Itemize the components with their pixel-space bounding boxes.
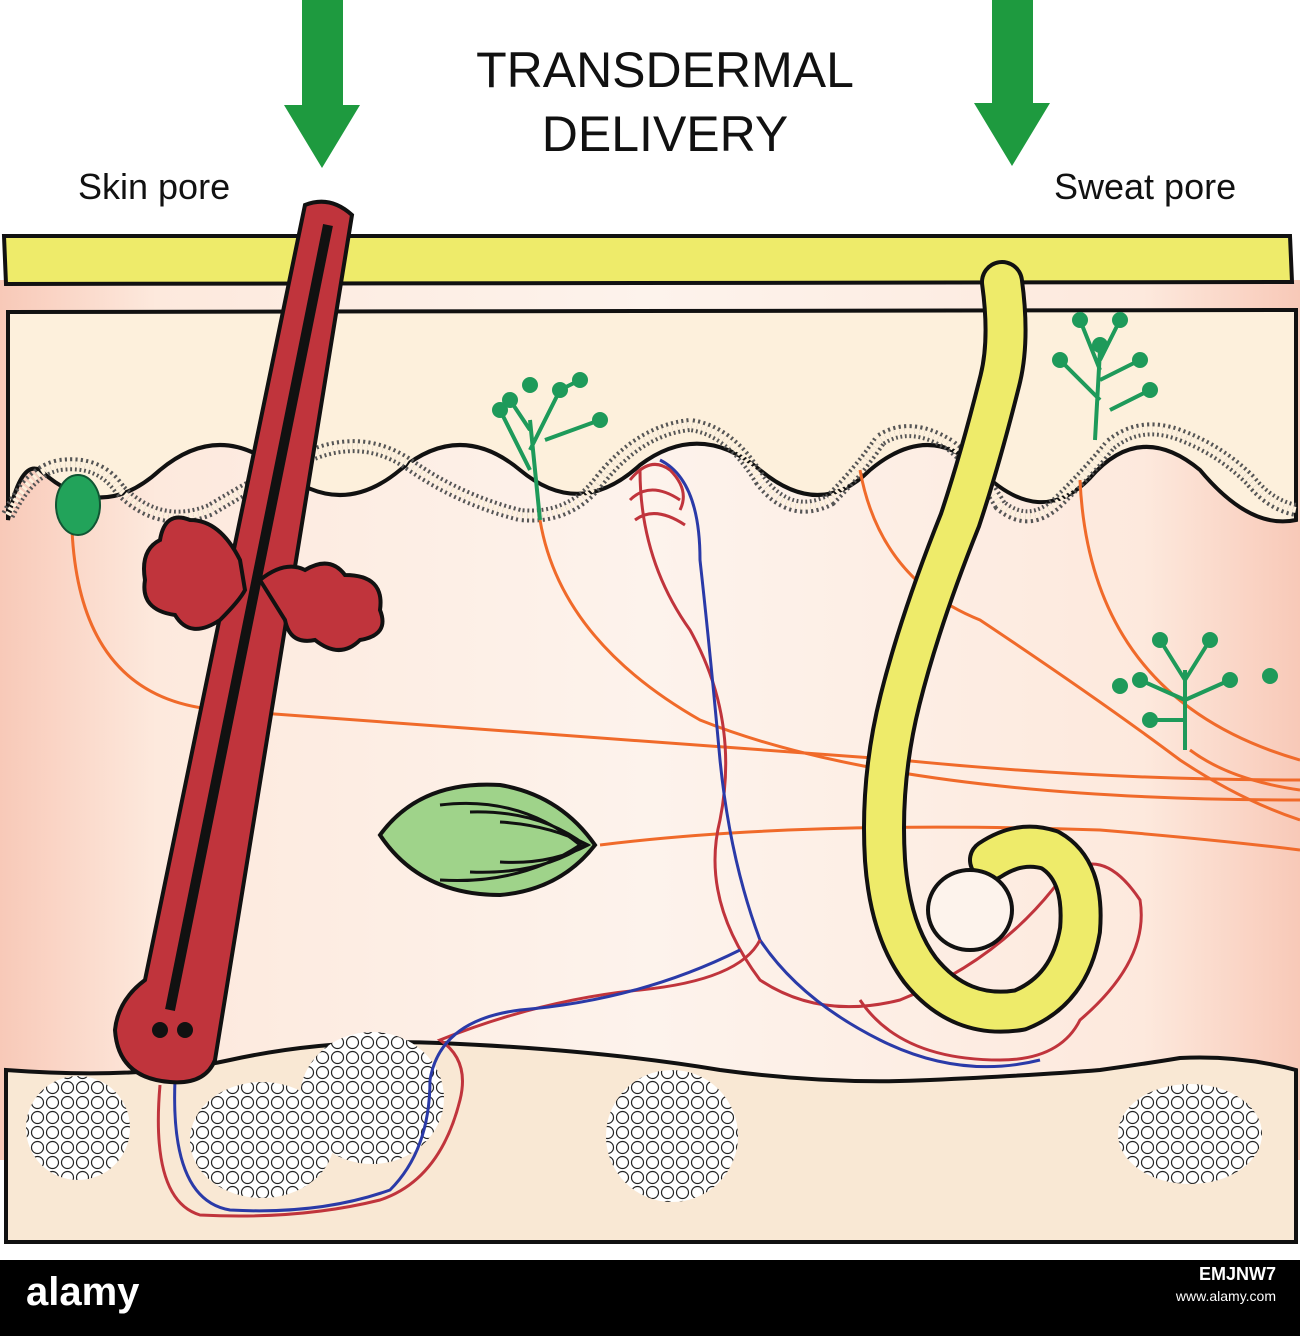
fat-lobule [1118,1084,1262,1184]
delivery-arrow-right [974,0,1050,166]
hair-follicle [112,199,355,1085]
fat-lobule [606,1070,738,1202]
fat-lobule [26,1076,130,1180]
fat-lobule [190,1082,334,1198]
diagram-title: TRANSDERMAL DELIVERY [360,38,970,166]
nerve-receptor [498,319,1231,750]
delivery-arrow-left [284,0,360,168]
merkel-cell [55,474,101,536]
brand-logo: alamy [26,1270,140,1314]
title-line-2: DELIVERY [541,106,789,162]
sebaceous-gland [142,515,385,652]
pacinian-corpuscle [377,782,598,898]
sweat-gland-coil [926,868,1014,952]
skin-pore-label: Skin pore [78,166,231,207]
title-line-1: TRANSDERMAL [476,42,854,98]
transdermal-diagram [0,0,1300,1244]
fat-lobule [300,1032,444,1164]
footer-bar: alamy EMJNW7 www.alamy.com [0,1260,1300,1336]
receptor-endings [492,312,1278,728]
capillary-loop [628,462,686,527]
watermark-url: www.alamy.com [1175,1288,1276,1304]
image-id: EMJNW7 [1198,1264,1276,1284]
sweat-pore-label: Sweat pore [1054,166,1237,207]
stratum-corneum [1,234,1295,287]
